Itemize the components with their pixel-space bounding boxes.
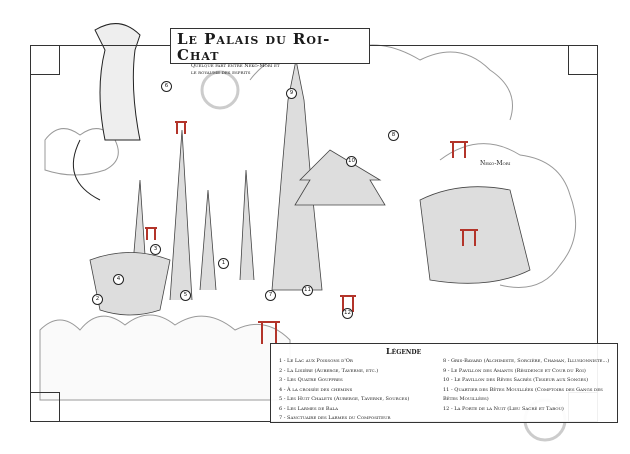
legend-title: Légende	[386, 346, 422, 356]
floating-isle-left	[89, 252, 171, 316]
legend-item: 11 - Quartier des Bêtes Mouillées (Compt…	[443, 386, 603, 403]
legend-item: 5 - Les Huit Chalets (Auberge, Taverne, …	[279, 396, 410, 402]
central-spire	[271, 59, 323, 291]
legend-box: Légende 1 - Le Lac aux Poissons d'Or 2 -…	[270, 343, 618, 423]
map-marker-5[interactable]: 5	[180, 290, 191, 301]
map-marker-3[interactable]: 3	[150, 244, 161, 255]
map-subtitle-line-1: Quelque part entre Neko-Mori et	[191, 63, 280, 69]
cat-king-figure	[72, 23, 141, 201]
corner-square-tr	[568, 45, 598, 75]
corner-square-tl	[30, 45, 60, 75]
map-marker-4[interactable]: 4	[113, 274, 124, 285]
map-marker-2[interactable]: 2	[92, 294, 103, 305]
torii-gates	[145, 121, 478, 344]
map-marker-10[interactable]: 10	[346, 156, 357, 167]
legend-item: 2 - La Lisière (Auberge, Taverne, etc.)	[279, 367, 379, 374]
legend-column-left: 1 - Le Lac aux Poissons d'Or 2 - La Lisi…	[279, 357, 429, 424]
map-title: Le Palais du Roi-Chat	[177, 30, 331, 64]
place-label-neko-mori: Neko-Mori	[480, 160, 511, 167]
map-marker-6[interactable]: 6	[161, 81, 172, 92]
legend-item: 8 - Gris-Bavard (Alchimiste, Sorcière, C…	[443, 358, 610, 364]
title-cartouche: Le Palais du Roi-Chat Quelque part entre…	[170, 28, 370, 76]
palace-pagoda	[294, 149, 386, 206]
corner-square-bl	[30, 392, 60, 422]
map-marker-8[interactable]: 8	[388, 130, 399, 141]
legend-item: 1 - Le Lac aux Poissons d'Or	[279, 358, 353, 364]
map-marker-11[interactable]: 11	[302, 285, 313, 296]
legend-item: 10 - Le Pavillon des Rêves Sacrés (Tisse…	[443, 377, 589, 383]
cloud-bank-right	[439, 143, 577, 288]
map-marker-1[interactable]: 1	[218, 258, 229, 269]
legend-item: 6 - Les Larmes de Bala	[279, 405, 339, 412]
legend-item: 7 - Sanctuaire des Larmes du Compositeur	[279, 415, 391, 421]
legend-item: 12 - La Porte de la Nuit (Lieu Sacré et …	[443, 405, 564, 412]
legend-item: 9 - Le Pavillon des Amants (Résidence et…	[443, 367, 586, 374]
legend-item: 4 - À la croisée des chemins	[279, 386, 353, 393]
cloud-sea	[39, 314, 291, 401]
mon-crest-top	[200, 70, 240, 110]
legend-column-right: 8 - Gris-Bavard (Alchimiste, Sorcière, C…	[443, 357, 613, 414]
map-subtitle-line-2: le royaume des esprits	[191, 70, 251, 76]
map-marker-12[interactable]: 12	[342, 308, 353, 319]
map-marker-9[interactable]: 9	[286, 88, 297, 99]
legend-item: 3 - Les Quatre Gouffres	[279, 377, 343, 383]
map-marker-7[interactable]: 7	[265, 290, 276, 301]
